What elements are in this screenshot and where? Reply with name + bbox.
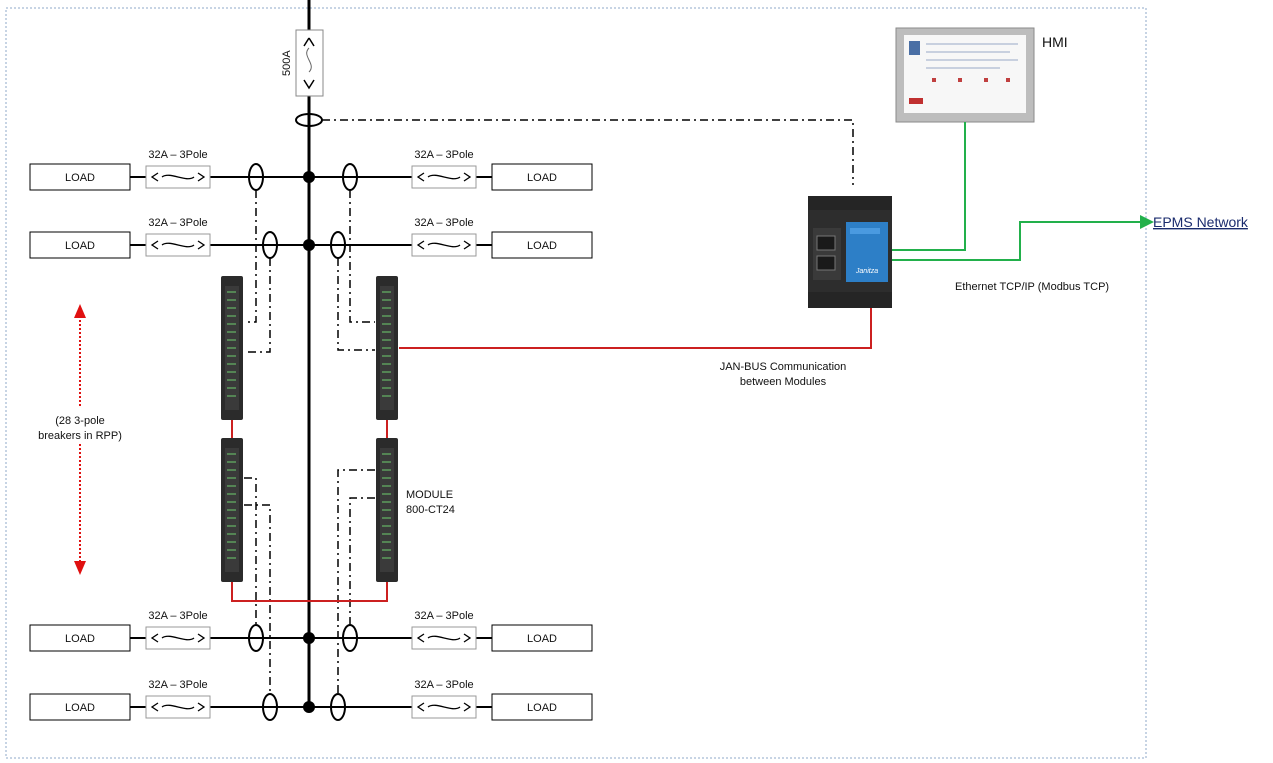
load-label: LOAD [527,633,557,645]
breaker-label: 32A – 3Pole [414,149,473,161]
breaker-label: 32A – 3Pole [148,149,207,161]
load-box [29,231,131,259]
module-800-ct24 [376,276,398,420]
load-box [491,163,593,191]
breaker-label: 32A – 3Pole [148,610,207,622]
ethernet-label: Ethernet TCP/IP (Modbus TCP) [955,281,1109,293]
module-800-ct24 [221,276,243,420]
breaker-label: 32A – 3Pole [148,217,207,229]
branch-row-3: LOAD 32A – 3Pole 32A – 3Pole LOAD [29,610,593,652]
load-label: LOAD [527,702,557,714]
load-box [29,624,131,652]
breaker-label: 32A – 3Pole [148,679,207,691]
load-box [491,231,593,259]
janbus-wiring [231,308,872,602]
branch-ct [248,624,264,652]
gateway-device: Janitza [808,196,892,308]
rpp-range-arrow-icon [74,304,86,575]
network-arrow-icon [1140,215,1154,229]
janbus-label-line2: between Modules [740,376,827,388]
janbus-label-line1: JAN-BUS Communication [720,361,847,373]
epms-network-label: EPMS Network [1153,214,1249,230]
branch-row-1: LOAD 32A – 3Pole 32A – 3Pole LOAD [29,149,593,191]
module-label-line2: 800-CT24 [406,504,455,516]
branch-row-2: LOAD 32A – 3Pole 32A – 3Pole LOAD [29,217,593,259]
rpp-label-line1: (28 3-pole [55,415,105,427]
load-label: LOAD [527,240,557,252]
load-label: LOAD [65,240,95,252]
main-breaker-500a: 500A [281,29,324,97]
module-label-line1: MODULE [406,489,453,501]
rpp-label-line2: breakers in RPP) [38,430,122,442]
load-box [29,163,131,191]
module-800-ct24 [376,438,398,582]
breaker-label: 32A – 3Pole [414,610,473,622]
load-label: LOAD [527,172,557,184]
branch-ct [262,693,278,721]
load-box [491,624,593,652]
load-box [29,693,131,721]
branch-row-4: LOAD 32A – 3Pole 32A – 3Pole LOAD [29,679,593,721]
diagram-frame [5,7,1147,759]
hmi-panel [895,27,1035,123]
load-label: LOAD [65,172,95,184]
ct-signal-wires [244,190,375,694]
load-box [491,693,593,721]
breaker-label: 32A – 3Pole [414,217,473,229]
module-800-ct24 [221,438,243,582]
branch-ct [330,693,346,721]
gateway-brand: Janitza [855,268,878,275]
ethernet-wiring [892,122,1142,261]
load-label: LOAD [65,633,95,645]
load-label: LOAD [65,702,95,714]
main-breaker-label: 500A [281,50,293,76]
breaker-label: 32A – 3Pole [414,679,473,691]
hmi-label: HMI [1042,34,1068,50]
